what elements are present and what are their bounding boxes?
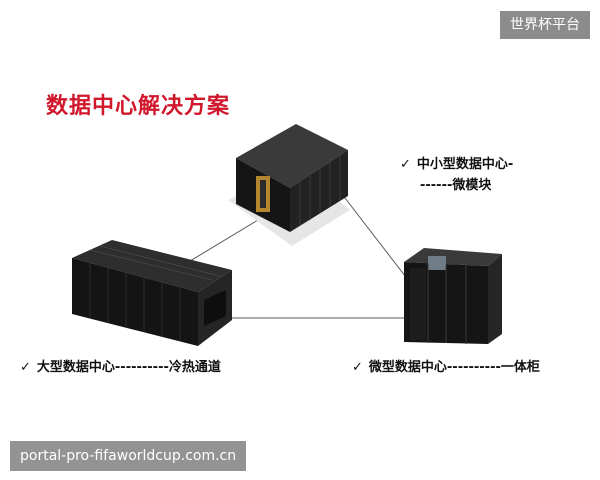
label-large-datacenter: ✓ 大型数据中心----------冷热通道 [20,356,221,375]
label-small-datacenter-line2: ------微模块 [420,178,492,193]
label-micro-datacenter: ✓ 微型数据中心----------一体柜 [352,356,540,375]
label-text: 大型数据中心----------冷热通道 [36,360,221,375]
check-icon: ✓ [20,360,31,375]
large-datacenter-image [72,240,232,346]
label-text: 中小型数据中心- [416,157,514,172]
micro-module-image [228,124,350,246]
label-small-datacenter: ✓ 中小型数据中心- [400,153,513,172]
slide-title: 数据中心解决方案 [46,94,231,119]
site-badge: 世界杯平台 [500,11,590,39]
watermark-url: portal-pro-fifaworldcup.com.cn [10,441,247,471]
micro-cabinet-image [404,248,502,344]
label-text: 微型数据中心----------一体柜 [368,360,540,375]
check-icon: ✓ [352,360,363,375]
check-icon: ✓ [400,157,411,172]
